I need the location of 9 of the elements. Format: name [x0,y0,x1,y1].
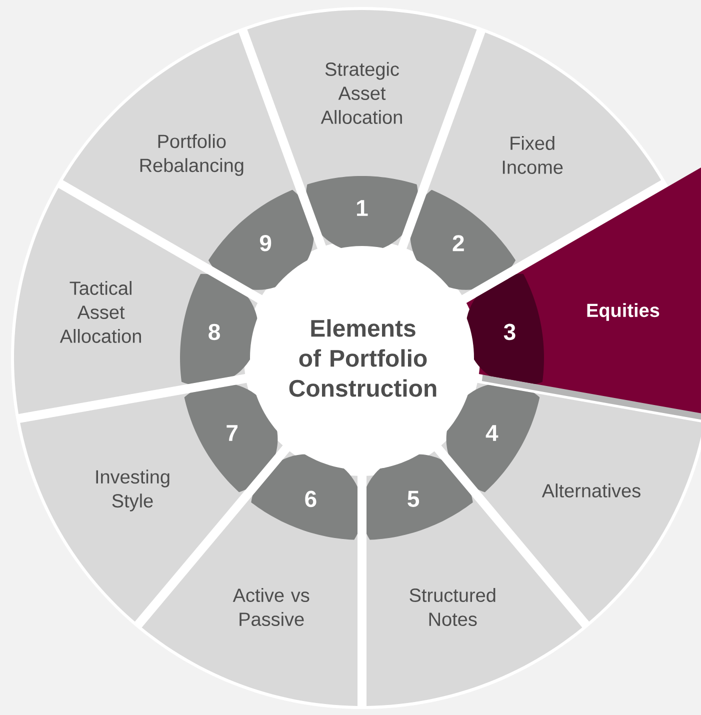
node-label: Portfolio Rebalancing [140,134,244,176]
node-label: 5 [408,490,420,507]
node-label: 4 [486,425,498,441]
node-label: Fixed Income [502,136,563,174]
node-label: Strategic Asset Allocation [320,62,402,124]
node-label: 8 [208,324,220,340]
node-label: 6 [305,490,316,508]
node-label: 1 [357,200,368,216]
node-label: 7 [226,425,238,441]
